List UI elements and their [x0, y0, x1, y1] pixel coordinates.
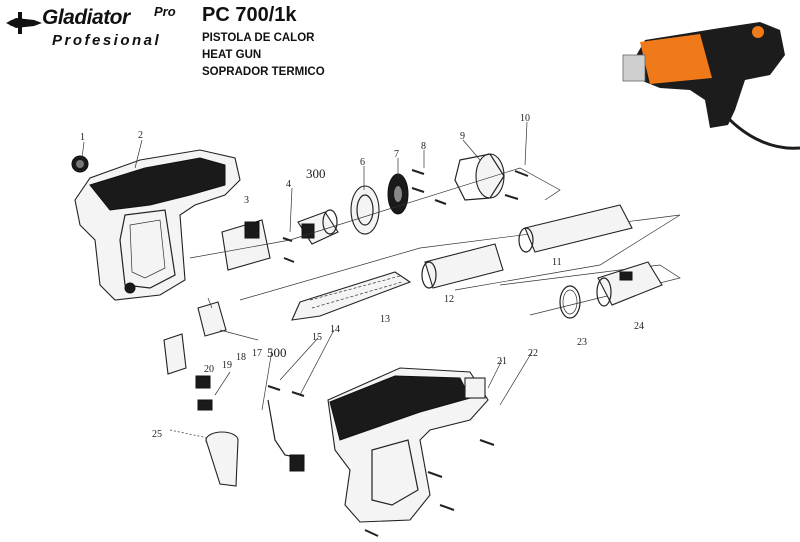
part-3-switch-plate [221, 219, 271, 271]
label-part-22: 22 [528, 348, 538, 359]
label-part-12: 12 [444, 294, 454, 305]
label-part-8: 8 [421, 141, 426, 152]
leader-lines [81, 121, 533, 439]
label-part-17: 17 [252, 348, 262, 359]
label-part-19: 19 [222, 360, 232, 371]
label-part-25: 25 [152, 429, 162, 440]
label-part-20: 20 [204, 364, 214, 375]
brand-subtitle: Profesional [52, 32, 162, 49]
part-6-fan-housing [350, 185, 380, 235]
label-part-2: 2 [138, 130, 143, 141]
label-part-23: 23 [577, 337, 587, 348]
label-part-7: 7 [394, 149, 399, 160]
label-part-24: 24 [634, 321, 644, 332]
part-labels: 1 2 3 4 300 6 7 8 9 10 11 12 13 14 15 17… [80, 113, 644, 440]
label-part-300: 300 [306, 166, 326, 181]
model-title: PC 700/1k [202, 4, 297, 26]
part-11-tube [518, 204, 633, 253]
part-2-housing-half [74, 149, 241, 301]
part-23-ring [559, 285, 581, 319]
product-photo [622, 22, 800, 150]
part-1-cap [71, 155, 89, 173]
part-24-nozzle-cover [596, 261, 663, 307]
description-es: PISTOLA DE CALOR [202, 32, 315, 44]
brand-name: Gladiator [42, 6, 130, 29]
label-part-9: 9 [460, 131, 465, 142]
brand-logo: Gladiator Pro Profesional [4, 2, 194, 50]
part-300-motor [297, 209, 339, 245]
label-part-1: 1 [80, 132, 85, 143]
housing-screws [267, 385, 495, 537]
part-25-reducer-nozzle [205, 431, 239, 487]
label-part-10: 10 [520, 113, 530, 124]
label-part-21: 21 [497, 356, 507, 367]
part-7-fan [387, 173, 409, 215]
gladiator-logo-icon [6, 12, 42, 34]
label-part-13: 13 [380, 314, 390, 325]
label-part-11: 11 [552, 257, 562, 268]
part-9-rear-grille [454, 153, 505, 201]
label-part-14: 14 [330, 324, 340, 335]
label-part-6: 6 [360, 157, 365, 168]
label-part-18: 18 [236, 352, 246, 363]
part-17-power-cord [267, 399, 305, 472]
switch-parts [163, 297, 227, 411]
brand-pro: Pro [154, 4, 176, 19]
part-13-heating-element [291, 271, 412, 321]
description-en: HEAT GUN [202, 49, 262, 61]
label-part-500: 500 [267, 345, 287, 360]
label-part-4: 4 [286, 179, 291, 190]
label-part-15: 15 [312, 332, 322, 343]
part-12-inner-tube [421, 243, 504, 289]
front-housing [327, 367, 489, 523]
description-pt: SOPRADOR TERMICO [202, 66, 325, 78]
assembly-guide-lines [189, 167, 681, 316]
label-part-3: 3 [244, 195, 249, 206]
screws [282, 169, 529, 263]
